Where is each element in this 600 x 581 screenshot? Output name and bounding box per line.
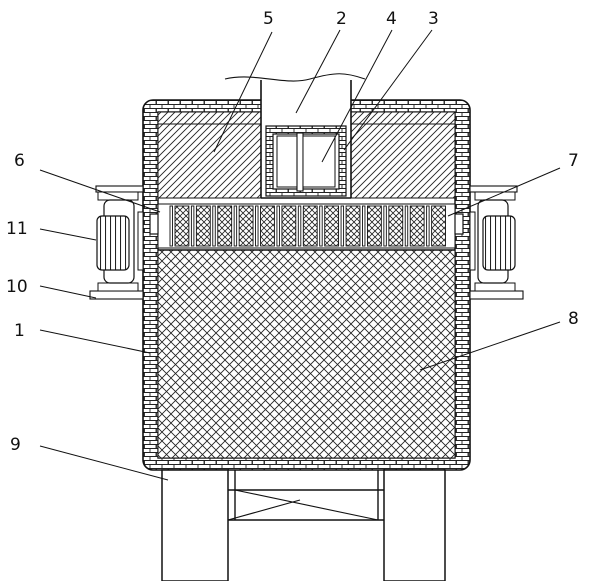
right-coupling (454, 213, 464, 235)
label-10: 10 (6, 277, 28, 297)
left-coupling (149, 213, 159, 235)
filter-cell (345, 205, 361, 247)
filter-cell (388, 205, 404, 247)
left-motor (96, 191, 144, 292)
filter-cell (238, 205, 254, 247)
filter-cell (324, 205, 340, 247)
filter-divider (426, 205, 430, 247)
filter-cell (281, 205, 297, 247)
filter-divider (255, 205, 259, 247)
piston (276, 132, 336, 192)
label-6: 6 (14, 151, 25, 171)
filter-cell (217, 205, 233, 247)
filter-divider (319, 205, 323, 247)
label-1: 1 (14, 321, 25, 341)
filter-cell (174, 205, 190, 247)
filter-divider (362, 205, 366, 247)
filter-cell (302, 205, 318, 247)
filter-cell (367, 205, 382, 247)
filter-divider (233, 205, 238, 247)
filter-cell (195, 205, 211, 247)
granular-layer (157, 249, 456, 459)
label-2: 2 (336, 9, 347, 29)
label-9: 9 (10, 435, 21, 455)
filter-cell (431, 205, 446, 247)
label-8: 8 (568, 309, 579, 329)
filter-divider (169, 205, 173, 247)
label-7: 7 (568, 151, 579, 171)
right-motor (469, 191, 516, 292)
filter-divider (190, 205, 195, 247)
filter-row (157, 203, 456, 249)
label-5: 5 (263, 9, 274, 29)
filter-divider (276, 205, 280, 247)
leader-lines (39, 29, 561, 481)
label-4: 4 (386, 9, 397, 29)
support-frame (161, 469, 446, 581)
label-3: 3 (428, 9, 439, 29)
filter-cell (260, 205, 275, 247)
label-11: 11 (6, 219, 28, 239)
filter-divider (297, 205, 302, 247)
filter-divider (212, 205, 216, 247)
filter-divider (404, 205, 409, 247)
filter-cell (409, 205, 425, 247)
filter-divider (383, 205, 387, 247)
filter-divider (340, 205, 345, 247)
